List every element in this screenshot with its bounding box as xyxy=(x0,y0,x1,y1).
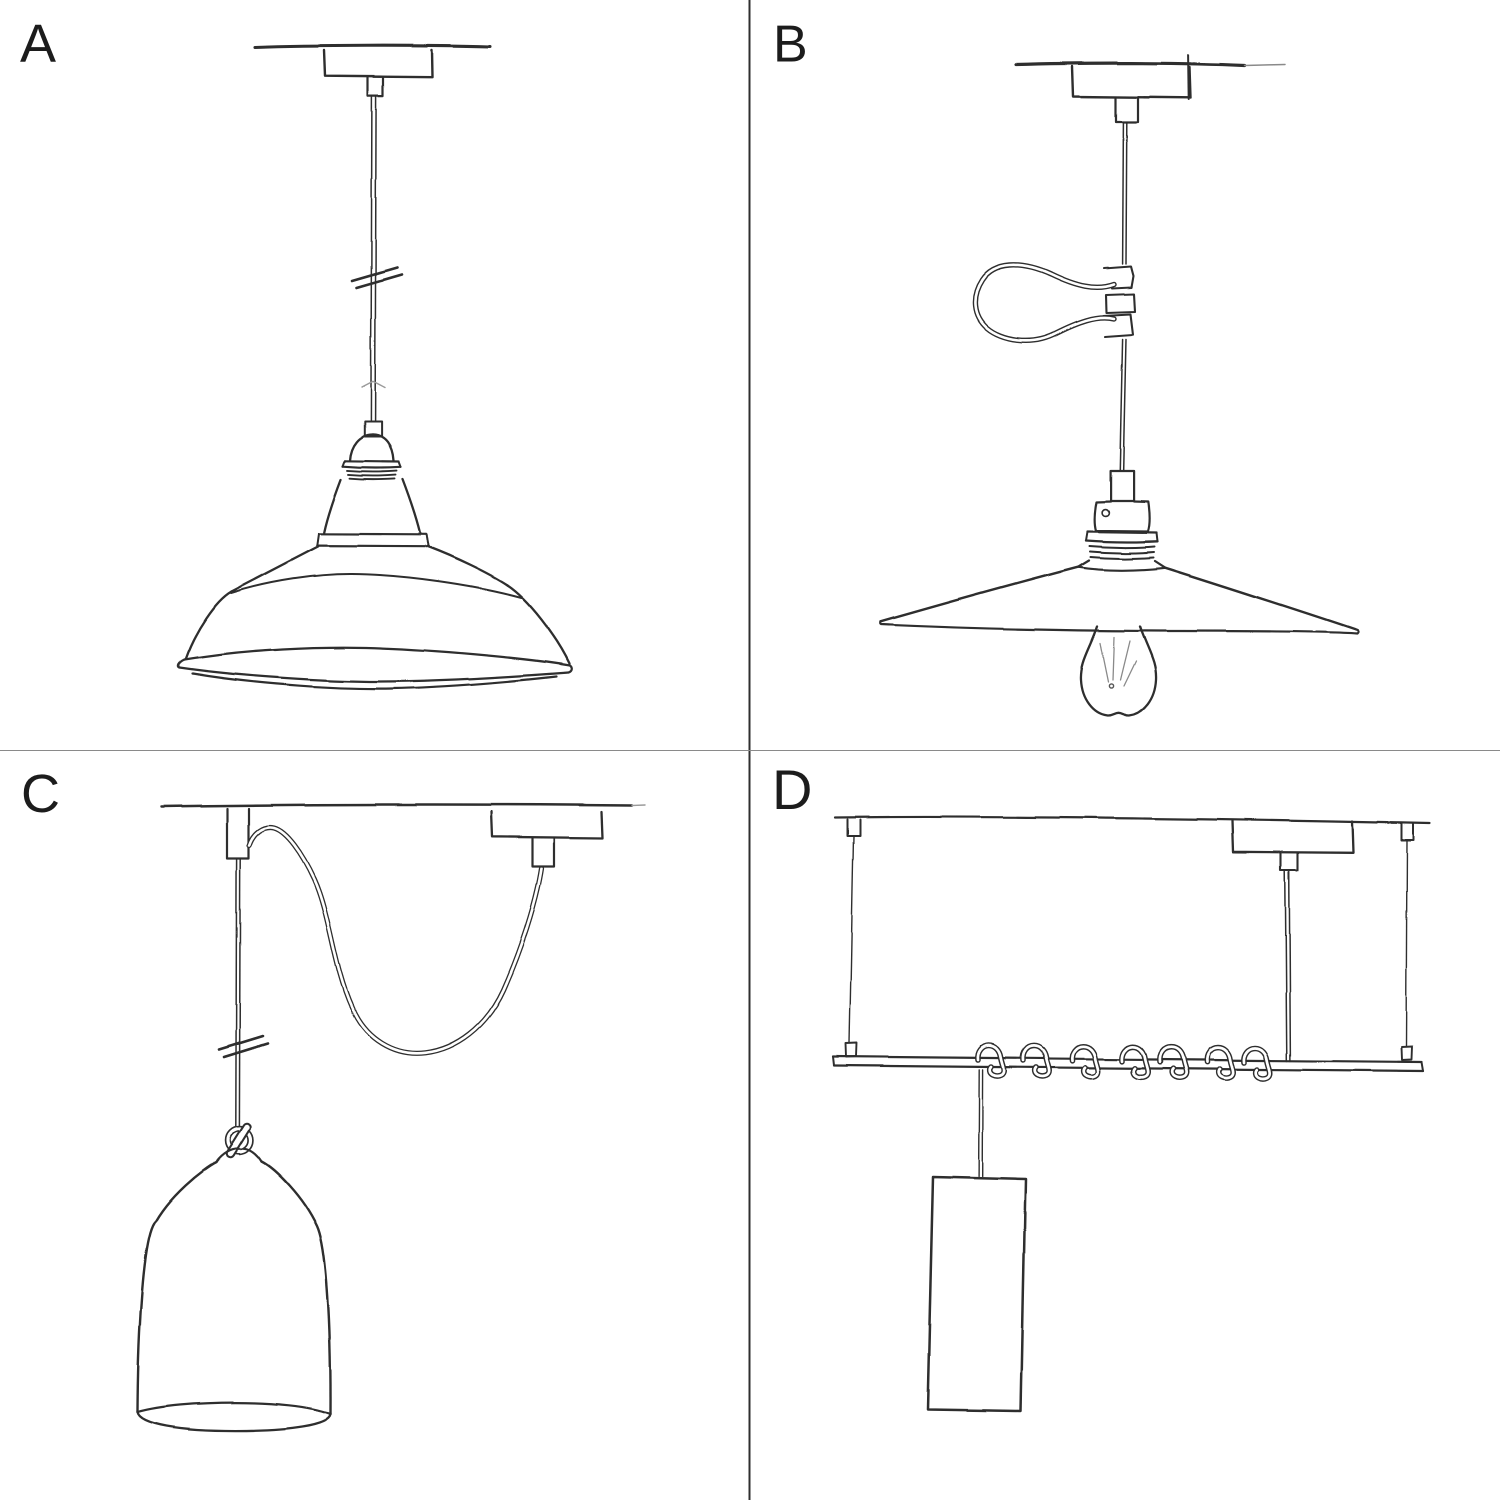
svg-text:A: A xyxy=(20,14,56,74)
svg-text:D: D xyxy=(772,758,812,821)
svg-text:B: B xyxy=(773,16,808,74)
svg-text:C: C xyxy=(21,764,60,824)
